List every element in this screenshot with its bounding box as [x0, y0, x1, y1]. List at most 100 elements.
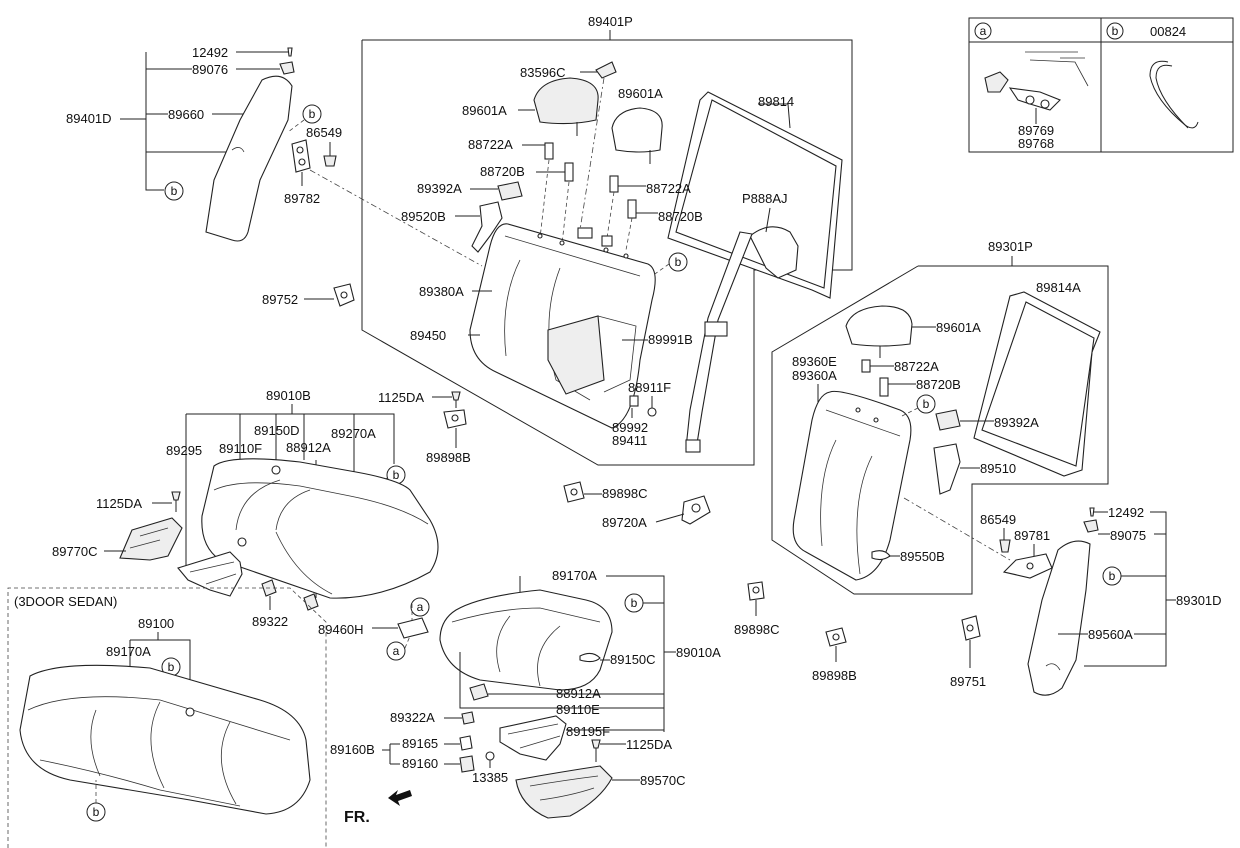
legend-marker-a: a: [980, 24, 987, 38]
part-label-1125DA-2: 1125DA: [96, 496, 142, 511]
part-label-89720A: 89720A: [602, 515, 647, 530]
part-label-89520B: 89520B: [401, 209, 446, 224]
part-label-89160: 89160: [402, 756, 438, 771]
part-label-89150D: 89150D: [254, 423, 300, 438]
part-label-89076: 89076: [192, 62, 228, 77]
part-label-89170A-sedan: 89170A: [106, 644, 151, 659]
hinge-89720A: 89720A: [602, 495, 711, 530]
part-label-89898B-2: 89898B: [812, 668, 857, 683]
front-direction-indicator: FR.: [344, 790, 412, 826]
part-label-89380A: 89380A: [419, 284, 464, 299]
part-label-89768: 89768: [1018, 136, 1054, 151]
label-3door-sedan: (3DOOR SEDAN): [14, 594, 117, 609]
part-label-89782: 89782: [284, 191, 320, 206]
part-label-86549-left: 86549: [306, 125, 342, 140]
part-label-89550B: 89550B: [900, 549, 945, 564]
part-label-86549-right: 86549: [980, 512, 1016, 527]
part-label-89770C: 89770C: [52, 544, 98, 559]
part-label-89751: 89751: [950, 674, 986, 689]
part-label-89401D: 89401D: [66, 111, 112, 126]
part-label-89601A-left: 89601A: [462, 103, 507, 118]
part-label-89295: 89295: [166, 443, 202, 458]
part-label-89110F: 89110F: [219, 441, 262, 456]
part-label-00824: 00824: [1150, 24, 1186, 39]
part-label-89075: 89075: [1110, 528, 1146, 543]
part-label-89411: 89411: [612, 433, 647, 448]
part-label-12492-right: 12492: [1108, 505, 1144, 520]
part-label-89898C-1: 89898C: [602, 486, 648, 501]
part-label-88722A-1: 88722A: [468, 137, 513, 152]
part-label-1125DA-3: 1125DA: [626, 737, 672, 752]
part-label-89781: 89781: [1014, 528, 1050, 543]
seat-cushion-89010A: 89170A b 89150C 89010A 88912A 89110E 891…: [330, 568, 721, 819]
clip-89898B-2: 89898B: [812, 627, 857, 683]
part-label-89601A-right: 89601A: [618, 86, 663, 101]
marker-b-cushion: b: [393, 468, 400, 482]
part-label-89660: 89660: [168, 107, 204, 122]
part-label-89301D: 89301D: [1176, 593, 1222, 608]
part-label-89401P: 89401P: [588, 14, 633, 29]
marker-b-right-back: b: [923, 397, 930, 411]
part-label-89195F: 89195F: [566, 724, 610, 739]
legend-inset: a b 00824 89769 89768: [968, 17, 1234, 153]
part-label-89100: 89100: [138, 616, 174, 631]
part-label-88722A-2: 88722A: [646, 181, 691, 196]
bracket-89460H: a 89460H a: [318, 597, 430, 661]
part-label-89769: 89769: [1018, 123, 1054, 138]
part-label-89301P: 89301P: [988, 239, 1033, 254]
marker-b-left-1: b: [171, 184, 178, 198]
part-label-88911F: 88911F: [628, 380, 671, 395]
part-label-89450: 89450: [410, 328, 446, 343]
part-label-88912A-center: 88912A: [556, 686, 601, 701]
marker-a-2: a: [393, 644, 400, 658]
part-label-88720B-2: 88720B: [658, 209, 703, 224]
part-label-89991B: 89991B: [648, 332, 693, 347]
part-label-89170A-center: 89170A: [552, 568, 597, 583]
three-door-sedan-box: (3DOOR SEDAN) 89100 89170A b b: [7, 587, 327, 848]
marker-a-1: a: [417, 600, 424, 614]
part-label-89322: 89322: [252, 614, 288, 629]
part-label-88912A-left: 88912A: [286, 440, 331, 455]
part-label-1125DA-1: 1125DA: [378, 390, 424, 405]
part-label-83596C: 83596C: [520, 65, 566, 80]
marker-b-seatback: b: [675, 255, 682, 269]
part-label-89992: 89992: [612, 420, 648, 435]
seatback-assembly-89301P: 89301P 89814A 89601A 89360E 89360A 88722…: [771, 239, 1109, 595]
part-label-89814A: 89814A: [1036, 280, 1081, 295]
part-label-89010B: 89010B: [266, 388, 311, 403]
front-label: FR.: [344, 809, 370, 826]
seatback-assembly-89401P: 89401P 89814 83596C 89601A 89601A 88722A…: [361, 14, 853, 466]
legend-marker-b: b: [1112, 24, 1119, 38]
part-label-89360A: 89360A: [792, 368, 837, 383]
clip-89898C: 89898C: [563, 481, 648, 503]
part-label-13385: 13385: [472, 770, 508, 785]
part-label-89752: 89752: [262, 292, 298, 307]
marker-b-sedan-2: b: [93, 805, 100, 819]
part-label-89165: 89165: [402, 736, 438, 751]
marker-b-right-side: b: [1109, 569, 1116, 583]
part-label-P888AJ: P888AJ: [742, 191, 788, 206]
part-label-12492-left: 12492: [192, 45, 228, 60]
marker-b-center: b: [631, 596, 638, 610]
part-label-89460H: 89460H: [318, 622, 364, 637]
clip-89898C-2: 89898C: [734, 581, 780, 637]
part-label-89898B-1: 89898B: [426, 450, 471, 465]
part-label-89392A-1: 89392A: [417, 181, 462, 196]
part-label-88722A-right: 88722A: [894, 359, 939, 374]
hinge-89751: 89751: [950, 615, 986, 689]
part-label-89392A-right: 89392A: [994, 415, 1039, 430]
marker-b-sedan-1: b: [168, 660, 175, 674]
seat-cushion-89010B: 89010B 89150D 89270A 89295 89110F 88912A…: [52, 388, 471, 629]
part-label-89560A: 89560A: [1088, 627, 1133, 642]
part-label-89510: 89510: [980, 461, 1016, 476]
part-label-89360E: 89360E: [792, 354, 837, 369]
left-side-bolster-89401D: 12492 89076 89401D 89660 b b 86549 89782…: [66, 45, 483, 307]
part-label-89814: 89814: [758, 94, 794, 109]
part-label-88720B-1: 88720B: [480, 164, 525, 179]
part-label-89010A: 89010A: [676, 645, 721, 660]
marker-b-left-2: b: [309, 107, 316, 121]
part-label-89322A: 89322A: [390, 710, 435, 725]
part-label-89601A-right-seat: 89601A: [936, 320, 981, 335]
right-side-bolster-89301D: 86549 89781 12492 89075 b 89301D 89560A: [980, 505, 1222, 696]
